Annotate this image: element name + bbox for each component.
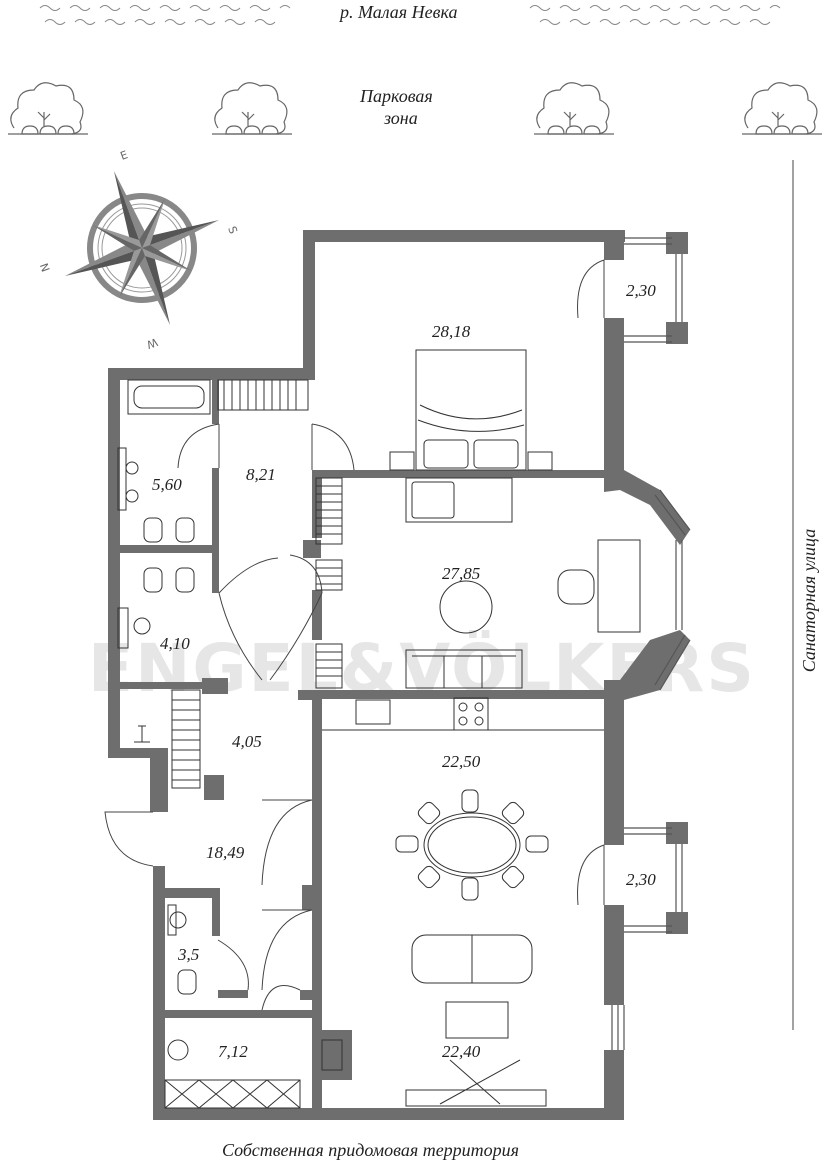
room-area-wc: 3,5 [178, 945, 200, 964]
compass-letter-n: N [38, 261, 53, 273]
compass-rose-icon: E S N W [38, 148, 240, 351]
desk [597, 539, 641, 633]
room-area-kitchen-dining: 22,50 [442, 752, 481, 771]
balconies [611, 237, 691, 1050]
doors [104, 259, 605, 1011]
footer-label: Собственная придомовая территория [222, 1140, 520, 1160]
room-area-entry-hall: 18,49 [206, 843, 245, 862]
room-area-balcony-bottom: 2,30 [626, 870, 656, 889]
room-area-living-top: 27,85 [442, 564, 481, 583]
street-label: Санаторная улица [799, 528, 820, 673]
room-area-laundry: 7,12 [218, 1042, 248, 1061]
dining-table [423, 812, 521, 878]
tree-icon [212, 82, 292, 135]
tree-icons [8, 82, 822, 135]
river-label: р. Малая Невка [340, 2, 458, 22]
room-area-bathroom-top: 5,60 [152, 475, 182, 494]
room-area-living-bottom: 22,40 [442, 1042, 481, 1061]
compass-letter-w: W [145, 335, 160, 351]
furniture [117, 349, 641, 1109]
round-table [439, 580, 493, 634]
bed [415, 349, 527, 471]
compass-letter-s: S [225, 225, 240, 236]
room-area-bedroom: 28,18 [432, 322, 471, 341]
park-label-line2: зона [384, 108, 418, 128]
compass-letter-e: E [119, 148, 130, 163]
sofa-living [405, 649, 523, 689]
room-area-bath-mid: 4,10 [160, 634, 190, 653]
room-area-closet: 4,05 [232, 732, 262, 751]
park-label-line1: Парковая [360, 86, 433, 106]
bathtub [127, 379, 211, 415]
walls [108, 230, 690, 1120]
river-waves [39, 5, 781, 25]
room-area-hall-top: 8,21 [246, 465, 276, 484]
tree-icon [8, 82, 88, 135]
tree-icon [534, 82, 614, 135]
room-area-balcony-top: 2,30 [626, 281, 656, 300]
tree-icon [742, 82, 822, 135]
